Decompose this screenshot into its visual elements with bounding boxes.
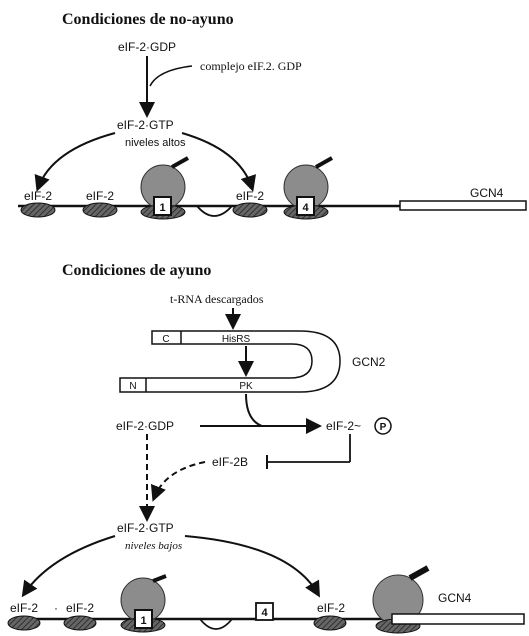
eif2-factor-shape [313,615,347,631]
uorf1-box [134,609,153,629]
eif2-factor-label: eIF-2 [317,601,345,615]
eif2-gtp-label: eIF-2·GTP [117,118,174,132]
uorf1-box [153,196,172,216]
eif2-phospho-label: eIF-2~ [326,419,361,433]
gtp-level-label: niveles altos [125,137,186,149]
complex-label: complejo eIF.2. GDP [200,59,302,73]
gcn4-coding-box [399,200,527,211]
gcn2-c-terminus: C [162,334,169,345]
eif2-factor-shape [63,615,97,631]
left-curved-arrow [34,132,116,192]
right-curved-arrow [181,132,257,192]
mrna-loop [196,205,233,217]
eif2-factor-shape [7,615,41,631]
gcn4-label: GCN4 [438,591,472,605]
complex-joining-curve [149,65,193,87]
eif2-factor-label: eIF-2 [24,189,52,203]
phosphate-circle [374,417,392,435]
nascent-peptide [152,574,167,583]
pk-catalysis-curve [245,393,263,427]
eif2-gdp-label: eIF-2·GDP [116,419,174,433]
uorf4-label: 4 [302,202,309,214]
hisrs-domain: HisRS [222,334,251,345]
nascent-peptide [171,156,189,169]
eif2b-dashed-arrow [150,461,206,502]
uorf1-label: 1 [140,615,146,627]
eif2-factor-label: eIF-2 [86,189,114,203]
eif2-factor-shape [232,202,268,218]
gcn2-n-terminus: N [129,381,136,392]
eif2b-label: eIF-2B [212,455,248,469]
uorf1-label: 1 [159,202,165,214]
eif2-factor-label: eIF-2 [10,601,38,615]
gcn2-protein-outline [119,330,341,393]
uorf4-label: 4 [261,607,268,619]
eif2-factor-label: eIF-2 [66,601,94,615]
eif2-factor-label: eIF-2 [236,189,264,203]
gtp-level-label: niveles bajos [125,540,182,552]
eif2-factor-shape [82,202,118,218]
section2-title: Condiciones de ayuno [62,262,211,279]
trna-label: t-RNA descargados [170,292,264,306]
right-curved-arrow [184,535,320,598]
uorf4-box [296,196,315,216]
nascent-peptide [315,156,333,169]
phosphate-label: P [380,422,387,433]
gcn4-coding-box [391,613,525,625]
pk-domain: PK [239,381,253,392]
eif2-factor-shape [20,202,56,218]
section1-title: Condiciones de no-ayuno [62,11,234,28]
left-curved-arrow [21,535,116,598]
mrna-loop [199,618,233,630]
gcn2-label: GCN2 [352,355,386,369]
uorf4-box [255,602,274,621]
gcn4-label: GCN4 [470,186,504,200]
eif2-gtp-label: eIF-2·GTP [117,521,174,535]
nascent-peptide [408,565,430,581]
separator-dot: · [54,601,58,615]
eif2-gdp-label: eIF-2·GDP [118,40,176,54]
